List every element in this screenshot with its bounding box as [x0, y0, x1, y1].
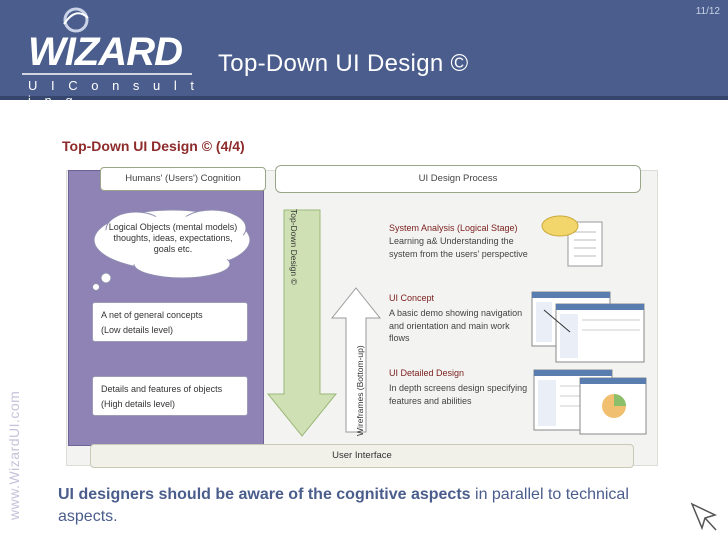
logo-tagline: U I C o n s u l t i n g — [28, 78, 199, 108]
diagram-shapes — [92, 209, 647, 437]
ui-design-process-header: UI Design Process — [275, 165, 641, 193]
ui-design-diagram: Humans' (Users') Cognition UI Design Pro… — [62, 160, 662, 472]
slide-subtitle: Top-Down UI Design © (4/4) — [62, 138, 245, 154]
bottom-statement-bold: UI designers should be aware of the cogn… — [58, 486, 471, 503]
user-interface-bar: User Interface — [90, 444, 634, 468]
bottom-up-label: Wireframes (Bottom-up) — [355, 345, 365, 436]
slide-number: 11/12 — [695, 6, 720, 17]
top-down-arrow — [266, 209, 338, 437]
stage-2-text: A basic demo showing navigation and orie… — [389, 308, 523, 343]
cloud-fill-cover — [98, 216, 246, 268]
watermark: www.WizardUI.com — [6, 390, 22, 520]
detailed-screens-icon — [533, 369, 647, 435]
logo-word: WIZARD — [28, 30, 183, 74]
bottom-up-arrow — [330, 287, 382, 433]
stage-3-title: UI Detailed Design — [389, 368, 465, 378]
bottom-statement: UI designers should be aware of the cogn… — [58, 484, 658, 528]
details-features-box: Details and features of objects (High de… — [92, 376, 248, 416]
stage-2-title: UI Concept — [389, 293, 435, 303]
stage-1-title: System Analysis (Logical Stage) — [389, 223, 518, 233]
header-bar — [0, 0, 728, 100]
details-features-line1: Details and features of objects — [101, 384, 223, 394]
header-divider — [0, 96, 728, 100]
details-features-line2: (High details level) — [101, 399, 176, 409]
cursor-icon — [690, 502, 718, 531]
cloud-text: Logical Objects (mental models) thoughts… — [108, 222, 238, 254]
wireframe-screens-icon — [531, 291, 645, 363]
top-down-label: Top-Down Design © — [289, 209, 299, 285]
bottom-statement-rest: in parallel to technical aspects. — [58, 486, 629, 525]
general-concepts-box: A net of general concepts (Low details l… — [92, 302, 248, 342]
general-concepts-line2: (Low details level) — [101, 325, 174, 335]
logo-swirl-icon — [22, 7, 192, 75]
wizard-logo: WIZARD U I C o n s u l t i n g — [14, 4, 199, 108]
slide-title: Top-Down UI Design © — [218, 50, 469, 77]
stage-1-text: Learning a& Understanding the system fro… — [389, 236, 528, 259]
document-folder-icon — [541, 215, 603, 267]
humans-cognition-header: Humans' (Users') Cognition — [100, 167, 266, 191]
stage-3-text: In depth screens design specifying featu… — [389, 383, 528, 406]
general-concepts-line1: A net of general concepts — [101, 310, 203, 320]
